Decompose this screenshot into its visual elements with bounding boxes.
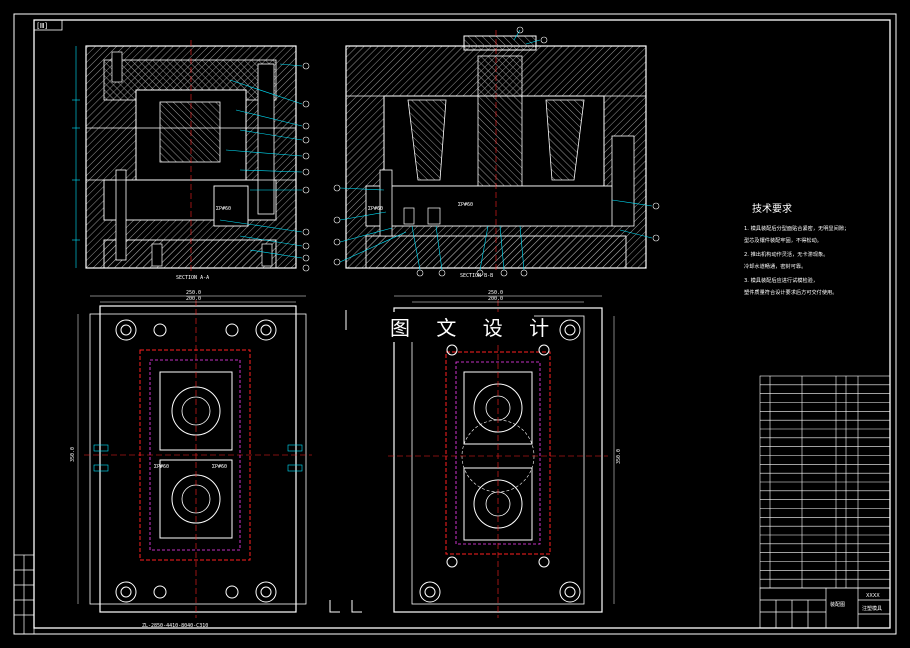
tech-line-6: 塑件质量符合设计要求后方可交付使用。	[744, 288, 837, 296]
section-a-view: ΣP#60 SECTION A-A	[72, 40, 310, 281]
left-margin-table	[13, 554, 35, 635]
dim-top-1: 250.0	[186, 290, 201, 296]
dim-right-top-2: 200.0	[488, 296, 503, 302]
title-block-label-b: 注塑模具	[862, 605, 882, 612]
section-b-view: ΣP#60 ΣP#60 SECTION B-B	[333, 26, 660, 279]
spec-tag-b1: ΣP#60	[368, 206, 383, 212]
spec-tag-c1: ΣP#60	[154, 464, 169, 470]
tech-line-2: 型芯及镶件装配牢固，不得松动。	[744, 236, 822, 244]
watermark-text: 图 文 设 计	[390, 316, 559, 340]
title-block-big: XXXX	[866, 593, 880, 599]
break-marks	[329, 310, 362, 613]
title-block	[759, 587, 891, 629]
tech-line-1: 1. 模具装配后分型面贴合紧密，无明显间隙；	[744, 224, 849, 232]
dim-right-top-1: 250.0	[488, 290, 503, 296]
tech-line-4: 冷却水道畅通，密封可靠。	[744, 262, 806, 270]
spec-tag-a: ΣP#60	[216, 206, 231, 212]
dim-right-height: 350.0	[616, 449, 622, 464]
parts-list	[759, 375, 891, 589]
corner-tag: [Ⅲ]	[37, 22, 48, 30]
section-a-label: SECTION A-A	[176, 275, 209, 281]
watermark-bg	[384, 312, 534, 342]
dim-left-height: 350.0	[70, 447, 76, 462]
title-block-label-a: 装配图	[830, 601, 845, 608]
tech-line-5: 3. 模具装配后应进行试模检验，	[744, 276, 818, 284]
plan-view-left: ΣP#60 ΣP#60 250.0 200.0 350.0 ZL-2850-44…	[70, 290, 312, 629]
tech-title: 技术要求	[752, 202, 792, 215]
spec-tag-b2: ΣP#60	[458, 202, 473, 208]
corner-tag-box	[33, 19, 63, 31]
outer-border	[13, 13, 897, 635]
plan-view-right: 250.0 200.0 350.0	[388, 290, 622, 618]
inner-border	[33, 19, 891, 629]
spec-label: ZL-2850-4410-8040-C310	[142, 623, 208, 629]
tech-line-3: 2. 推出机构动作灵活，无卡滞现象。	[744, 250, 828, 258]
technical-requirements: 技术要求 1. 模具装配后分型面贴合紧密，无明显间隙； 型芯及镶件装配牢固，不得…	[744, 202, 849, 296]
spec-tag-c2: ΣP#60	[212, 464, 227, 470]
section-b-label: SECTION B-B	[460, 273, 493, 279]
dim-top-2: 200.0	[186, 296, 201, 302]
